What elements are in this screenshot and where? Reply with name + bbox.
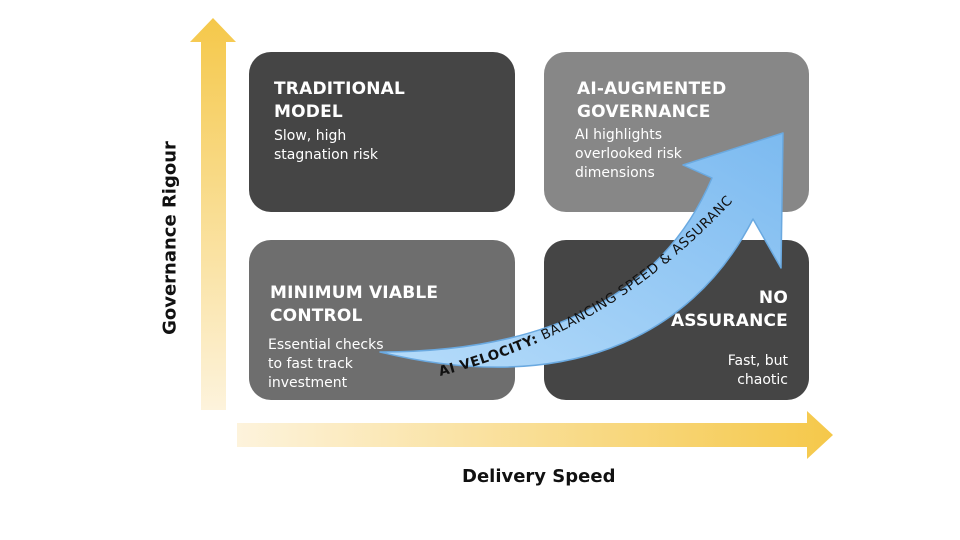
- quadrant-title: MINIMUM VIABLE CONTROL: [270, 283, 439, 326]
- x-axis-label: Delivery Speed: [462, 466, 616, 487]
- ai-velocity-arrow: [379, 132, 784, 368]
- quadrant-description: Essential checks to fast track investmen…: [268, 337, 384, 391]
- y-axis-arrow: [190, 18, 236, 410]
- quadrant-description: Fast, but chaotic: [727, 353, 788, 388]
- quadrant-traditional-model: TRADITIONAL MODEL Slow, high stagnation …: [249, 52, 515, 212]
- quadrant-description: AI highlights overlooked risk dimensions: [575, 127, 682, 181]
- ai-velocity-text: BALANCING SPEED & ASSURANCE: [0, 0, 736, 346]
- quadrant-description: Slow, high stagnation risk: [274, 128, 379, 163]
- x-axis-arrow: [237, 411, 833, 459]
- quadrant-title: NO ASSURANCE: [670, 288, 788, 331]
- quadrant-title: AI-AUGMENTED GOVERNANCE: [577, 79, 727, 122]
- quadrant-ai-augmented-governance: AI-AUGMENTED GOVERNANCE AI highlights ov…: [544, 52, 809, 212]
- quadrant-title: TRADITIONAL MODEL: [274, 79, 406, 122]
- quadrant-minimum-viable-control: MINIMUM VIABLE CONTROL Essential checks …: [249, 240, 515, 400]
